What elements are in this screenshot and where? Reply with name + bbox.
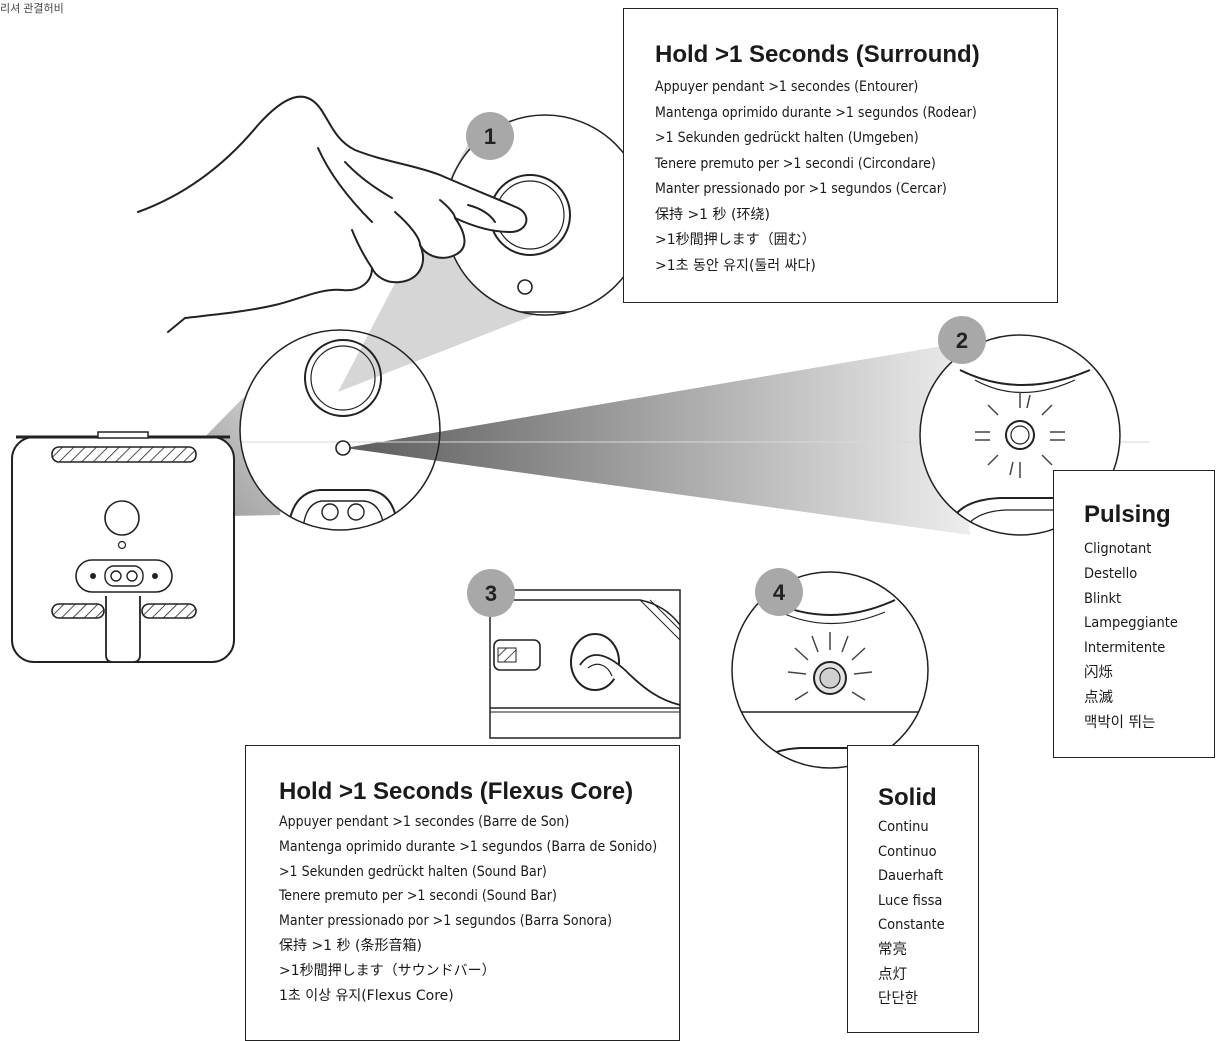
caption-line: >1 Sekunden gedrückt halten (Sound Bar) [279, 863, 547, 880]
caption-line: 闪烁 [1084, 664, 1113, 681]
caption-title: Solid [878, 784, 937, 811]
caption-line: 常亮 [878, 941, 907, 958]
caption-line: 단단한 [878, 991, 919, 1008]
corner-label: 리셔 관결허비 [0, 3, 64, 15]
caption-line: Dauerhaft [878, 868, 944, 885]
caption-title: Pulsing [1084, 501, 1171, 528]
caption-line: 保持 >1 秒 (条形音箱) [279, 937, 422, 954]
zoom-beam-right [345, 345, 970, 535]
caption-line: Blinkt [1084, 590, 1122, 607]
caption-box-pulsing: Pulsing Clignotant Destello Blinkt Lampe… [1053, 470, 1215, 758]
caption-box-hold-surround: Hold >1 Seconds (Surround) Appuyer penda… [623, 8, 1058, 303]
pressing-hand-illustration [137, 95, 528, 333]
zoom-beam-top [338, 140, 560, 392]
caption-line: Tenere premuto per >1 secondi (Sound Bar… [279, 888, 557, 905]
caption-line: Luce fissa [878, 892, 943, 909]
zoom-circle-button [240, 330, 440, 530]
caption-title: Hold >1 Seconds (Flexus Core) [279, 778, 634, 805]
caption-line: Continuo [878, 843, 937, 860]
zoom-circle-solid [732, 572, 928, 768]
caption-line: >1초 동안 유지(둘러 싸다) [655, 257, 816, 274]
caption-line: 点滅 [1084, 689, 1113, 706]
caption-line: 点灯 [878, 966, 907, 983]
step-badge-2: 2 [938, 316, 986, 364]
step-number-3: 3 [485, 581, 497, 606]
step-number-1: 1 [484, 124, 496, 149]
caption-line: 1초 이상 유지(Flexus Core) [279, 987, 454, 1004]
caption-line: Lampeggiante [1084, 615, 1178, 632]
caption-line: >1秒間押します（サウンドバー） [279, 962, 496, 979]
step-badge-1: 1 [466, 112, 514, 160]
caption-box-solid: Solid Continu Continuo Dauerhaft Luce fi… [847, 745, 979, 1033]
panel-3-illustration [489, 589, 681, 739]
caption-line: >1 Sekunden gedrückt halten (Umgeben) [655, 130, 919, 146]
caption-line: Mantenga oprimido durante >1 segundos (B… [279, 838, 658, 855]
caption-line: Destello [1084, 565, 1138, 582]
caption-line: Manter pressionado por >1 segundos (Barr… [279, 913, 613, 930]
step-badge-3: 3 [467, 569, 515, 617]
caption-line: Appuyer pendant >1 secondes (Barre de So… [279, 814, 570, 830]
caption-line: Tenere premuto per >1 secondi (Circondar… [655, 155, 936, 172]
caption-line: Appuyer pendant >1 secondes (Entourer) [655, 79, 919, 95]
step-number-4: 4 [773, 580, 786, 605]
caption-line: Mantenga oprimido durante >1 segundos (R… [655, 104, 977, 121]
device-illustration [11, 431, 235, 663]
caption-title: Hold >1 Seconds (Surround) [655, 41, 980, 68]
caption-line: Continu [878, 819, 929, 835]
step-badge-4: 4 [755, 568, 803, 616]
caption-line: Intermitente [1084, 640, 1166, 657]
caption-box-hold-flexus-core: Hold >1 Seconds (Flexus Core) Appuyer pe… [245, 745, 680, 1041]
caption-line: Constante [878, 917, 945, 934]
step-number-2: 2 [956, 328, 968, 353]
caption-line: 保持 >1 秒 (环绕) [655, 206, 770, 223]
caption-line: >1秒間押します（囲む） [655, 232, 816, 248]
caption-line: Clignotant [1084, 541, 1152, 557]
caption-line: 맥박이 뛰는 [1084, 714, 1156, 731]
caption-line: Manter pressionado por >1 segundos (Cerc… [655, 181, 947, 197]
